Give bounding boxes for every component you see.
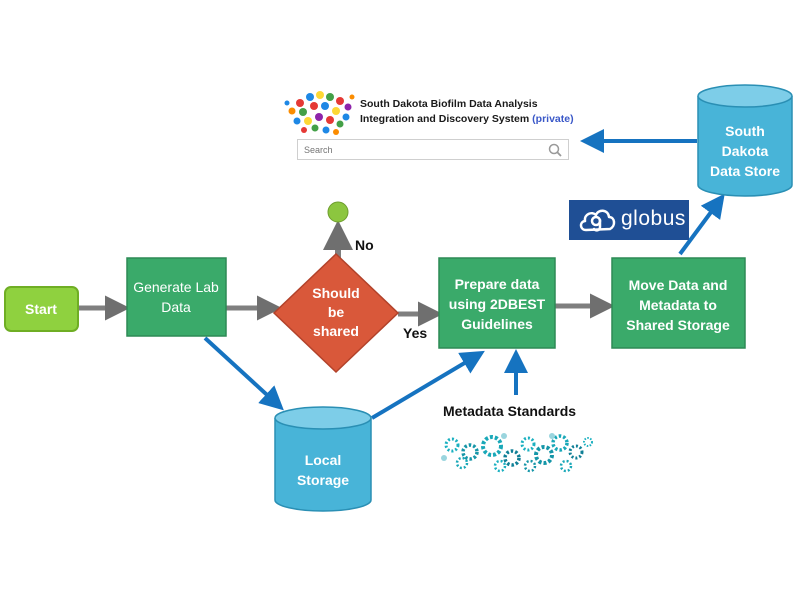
globus-cloud-icon — [579, 209, 616, 232]
portal-title-line2-text: Integration and Discovery System — [360, 113, 530, 125]
no-end-dot — [327, 201, 349, 223]
decision-label-line2: be — [328, 304, 345, 320]
sd-store-label-line2: Dakota — [722, 143, 769, 159]
gears-icon — [441, 433, 593, 473]
prepare-label-line1: Prepare data — [455, 276, 540, 292]
prepare-data-node: Prepare data using 2DBEST Guidelines — [438, 257, 556, 349]
decision-label-line3: shared — [313, 323, 359, 339]
globus-logo: globus — [569, 200, 689, 240]
generate-label-line1: Generate Lab — [133, 279, 219, 295]
yes-label: Yes — [403, 325, 427, 341]
local-storage-label-line2: Storage — [297, 472, 349, 488]
portal-title: South Dakota Biofilm Data Analysis Integ… — [360, 97, 574, 127]
prepare-label-line2: using 2DBEST — [449, 296, 546, 312]
generate-lab-data-node: Generate Lab Data — [126, 257, 227, 337]
move-label-line2: Metadata to — [639, 297, 717, 313]
generate-label-line2: Data — [161, 299, 191, 315]
no-label: No — [355, 237, 374, 253]
decision-label-line1: Should — [312, 285, 359, 301]
search-icon[interactable] — [547, 142, 563, 158]
portal-title-line2: Integration and Discovery System (privat… — [360, 112, 574, 127]
prepare-label-line3: Guidelines — [461, 316, 533, 332]
arrow-move-to-sd-store — [678, 193, 725, 256]
portal-private-tag: (private) — [532, 113, 574, 125]
globus-wordmark: globus — [621, 207, 686, 230]
metadata-standards-label: Metadata Standards — [443, 403, 576, 419]
blue-arrows — [203, 129, 725, 420]
portal-title-line1: South Dakota Biofilm Data Analysis — [360, 98, 538, 110]
local-storage-cylinder: Local Storage — [274, 406, 372, 512]
move-label-line3: Shared Storage — [626, 317, 730, 333]
sd-store-label-line1: South — [725, 123, 765, 139]
start-node: Start — [4, 286, 79, 332]
search-input[interactable] — [304, 143, 534, 157]
gray-arrows — [78, 220, 615, 327]
local-storage-label-line1: Local — [305, 452, 342, 468]
portal-logo-icon — [284, 91, 355, 135]
decision-node: Should be shared — [272, 252, 400, 374]
search-box[interactable] — [297, 139, 569, 160]
sd-data-store-cylinder: South Dakota Data Store — [697, 84, 793, 197]
arrow-local-storage-to-prepare — [370, 350, 485, 420]
arrow-generate-to-local-storage — [203, 336, 284, 411]
sd-store-label-line3: Data Store — [710, 163, 780, 179]
start-label: Start — [25, 301, 57, 317]
move-data-node: Move Data and Metadata to Shared Storage — [611, 257, 746, 349]
move-label-line1: Move Data and — [629, 277, 728, 293]
